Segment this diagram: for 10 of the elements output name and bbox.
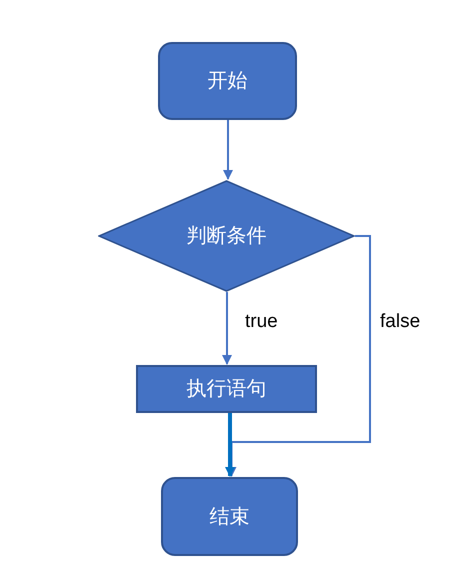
node-text: 执行语句 <box>186 377 266 402</box>
arrow <box>225 413 235 477</box>
node-text: 结束 <box>210 504 250 530</box>
process-box <box>136 365 317 413</box>
terminal-box <box>158 42 297 120</box>
terminal-box <box>161 477 298 556</box>
arrow <box>223 120 233 180</box>
arrow <box>222 292 232 365</box>
node-text: 判断条件 <box>186 224 266 249</box>
node-text: 开始 <box>208 69 248 94</box>
